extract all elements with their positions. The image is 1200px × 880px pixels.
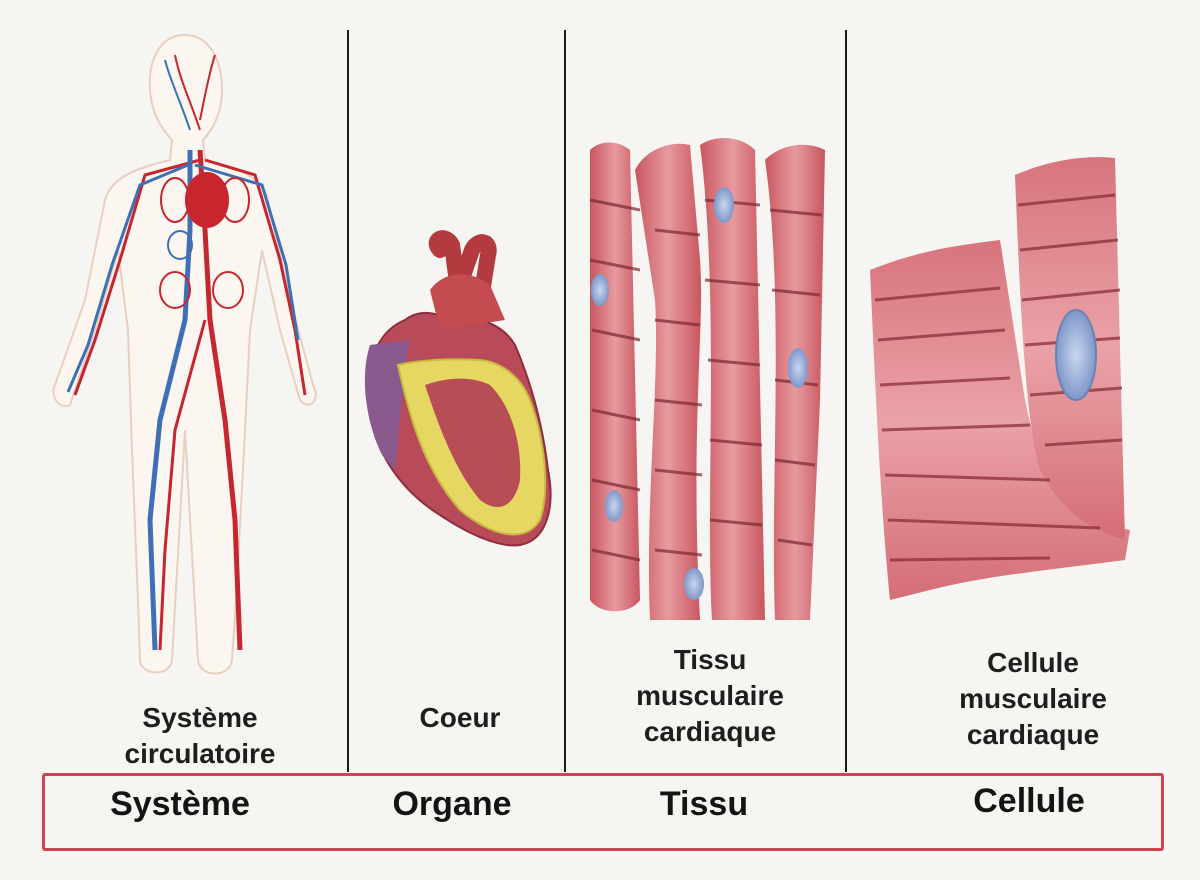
caption-coeur: Coeur (360, 700, 560, 736)
panel-divider-2 (564, 30, 566, 772)
level-label-tissu: Tissu (659, 785, 749, 823)
panel-divider-3 (845, 30, 847, 772)
caption-line: circulatoire (124, 738, 276, 769)
caption-line: Tissu (673, 644, 747, 675)
human-body-illustration (52, 33, 317, 675)
caption-cellule-musculaire: Cellule musculaire cardiaque (913, 645, 1153, 753)
level-label-organe: Organe (392, 785, 512, 823)
caption-line: cardiaque (643, 716, 777, 747)
panel-divider-1 (347, 30, 349, 772)
caption-line: cardiaque (966, 719, 1100, 750)
level-label-cellule: Cellule (973, 782, 1085, 820)
caption-line: Cellule (987, 647, 1079, 678)
caption-line: musculaire (959, 683, 1107, 714)
levels-frame (42, 773, 1164, 851)
caption-line: musculaire (636, 680, 784, 711)
caption-tissu-musculaire: Tissu musculaire cardiaque (590, 642, 830, 750)
level-label-systeme: Système (110, 785, 250, 823)
caption-systeme-circulatoire: Système circulatoire (80, 700, 320, 772)
cardiac-tissue-illustration (589, 138, 825, 620)
caption-line: Système (142, 702, 258, 733)
cardiac-cell-illustration (870, 157, 1130, 600)
caption-line: Coeur (419, 702, 501, 733)
heart-illustration (364, 230, 552, 547)
